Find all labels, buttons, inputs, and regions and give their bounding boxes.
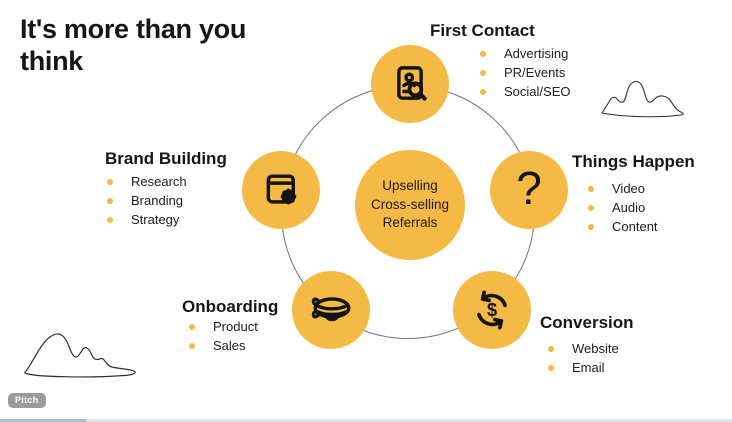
list-item: PR/Events (480, 63, 570, 82)
list-item-label: Social/SEO (504, 84, 571, 99)
mountain-sketch-icon (601, 80, 684, 118)
node-label-conversion: Conversion (540, 313, 634, 332)
list-item: Email (548, 358, 619, 377)
node-circle-things-happen: ? (490, 151, 568, 229)
list-item: Product (189, 317, 258, 336)
list-item-label: Advertising (504, 46, 569, 61)
bullet-dot (588, 185, 594, 192)
bullet-dot (189, 342, 195, 349)
list-item: Strategy (107, 210, 187, 229)
bullet-dot (107, 197, 113, 204)
list-item-label: PR/Events (504, 65, 566, 80)
list-item-label: Video (612, 181, 646, 196)
bullet-dot (588, 204, 594, 211)
list-item-label: Email (572, 360, 605, 375)
list-item: Content (588, 217, 658, 236)
mountain-sketch-icon (24, 333, 136, 378)
browser-badge-icon (266, 174, 297, 205)
node-label-first-contact: First Contact (430, 21, 535, 40)
list-item-label: Website (572, 341, 619, 356)
svg-text:$: $ (487, 300, 497, 320)
bullet-dot (107, 216, 113, 223)
list-item-label: Content (612, 219, 658, 234)
bullet-dot (588, 223, 594, 230)
bullet-dot (480, 50, 486, 57)
slide-title: It's more than you think (20, 14, 247, 76)
node-list-first-contact: Advertising PR/Events Social/SEO (480, 44, 570, 101)
list-item-label: Strategy (131, 212, 180, 227)
center-line-1: Upselling (382, 177, 438, 193)
dollar-cycle-icon: $ (477, 290, 507, 330)
center-line-2: Cross-selling (370, 196, 450, 212)
blimp-icon (311, 297, 351, 322)
bullet-dot (480, 69, 486, 76)
node-list-brand-building: Research Branding Strategy (107, 172, 187, 229)
pitch-watermark-badge[interactable]: Pitch (8, 393, 46, 408)
progress-fill (0, 419, 86, 422)
list-item: Website (548, 339, 619, 358)
list-item-label: Product (213, 319, 258, 334)
center-circle: Upselling Cross-selling Referrals (355, 150, 465, 260)
bullet-dot (189, 323, 195, 330)
list-item: Advertising (480, 44, 570, 63)
bullet-dot (107, 178, 113, 185)
node-list-things-happen: Video Audio Content (588, 179, 658, 236)
list-item-label: Audio (612, 200, 646, 215)
list-item: Research (107, 172, 187, 191)
node-list-conversion: Website Email (548, 339, 619, 377)
node-list-onboarding: Product Sales (189, 317, 258, 355)
question-mark-icon: ? (516, 162, 542, 214)
list-item: Social/SEO (480, 82, 570, 101)
playback-progress-bar[interactable] (0, 419, 732, 422)
list-item-label: Research (131, 174, 187, 189)
node-label-onboarding: Onboarding (182, 297, 279, 316)
bullet-dot (548, 364, 554, 371)
list-item-label: Branding (131, 193, 184, 208)
list-item: Audio (588, 198, 658, 217)
node-label-brand-building: Brand Building (105, 149, 227, 168)
bullet-dot (480, 88, 486, 95)
node-circle-first-contact (371, 45, 449, 123)
center-line-3: Referrals (382, 215, 438, 231)
node-circle-onboarding (292, 271, 370, 349)
node-circle-conversion: $ (453, 271, 531, 349)
node-label-things-happen: Things Happen (572, 152, 695, 171)
list-item: Sales (189, 336, 258, 355)
list-item-label: Sales (213, 338, 246, 353)
list-item: Branding (107, 191, 187, 210)
node-circle-brand-building (242, 151, 320, 229)
contact-search-icon (397, 66, 427, 101)
list-item: Video (588, 179, 658, 198)
bullet-dot (548, 345, 554, 352)
